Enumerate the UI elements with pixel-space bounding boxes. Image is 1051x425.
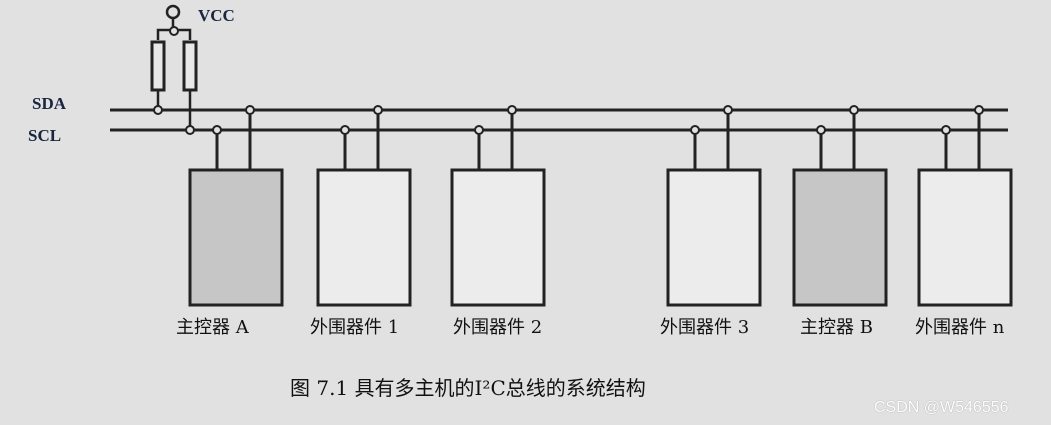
junction-icon: [340, 125, 350, 135]
device-box-0: [188, 168, 284, 307]
device-box-2: [450, 168, 546, 307]
junction-icon: [974, 105, 984, 115]
pullup-resistor-scl: [182, 40, 198, 92]
figure-caption: 图 7.1 具有多主机的I²C总线的系统结构: [290, 376, 646, 400]
junction-icon: [723, 105, 733, 115]
junction-icon: [816, 125, 826, 135]
vcc-terminal-icon: [165, 4, 181, 20]
junction-icon: [185, 125, 195, 135]
junction-icon: [169, 26, 179, 36]
sda-label: SDA: [32, 94, 67, 113]
vcc-label: VCC: [198, 6, 235, 25]
scl-label: SCL: [28, 126, 62, 145]
device-label-peripheral-2: 外围器件 2: [453, 317, 543, 338]
device-box-3: [666, 168, 762, 307]
junction-icon: [212, 125, 222, 135]
device-label-peripheral-3: 外围器件 3: [660, 317, 750, 338]
junction-icon: [507, 105, 517, 115]
device-label-peripheral-n: 外围器件 n: [915, 317, 1005, 338]
device-label-master-b: 主控器 B: [800, 317, 873, 338]
device-label-peripheral-1: 外围器件 1: [310, 317, 400, 338]
junction-icon: [373, 105, 383, 115]
junction-icon: [245, 105, 255, 115]
junction-icon: [153, 105, 163, 115]
junction-icon: [941, 125, 951, 135]
device-label-master-a: 主控器 A: [176, 317, 249, 338]
junction-icon: [849, 105, 859, 115]
device-box-1: [316, 168, 412, 307]
pullup-resistor-sda: [150, 40, 166, 92]
junction-icon: [690, 125, 700, 135]
device-box-4: [792, 168, 888, 307]
junction-icon: [474, 125, 484, 135]
device-box-5: [917, 168, 1013, 307]
watermark: CSDN @W546556: [874, 399, 1009, 416]
